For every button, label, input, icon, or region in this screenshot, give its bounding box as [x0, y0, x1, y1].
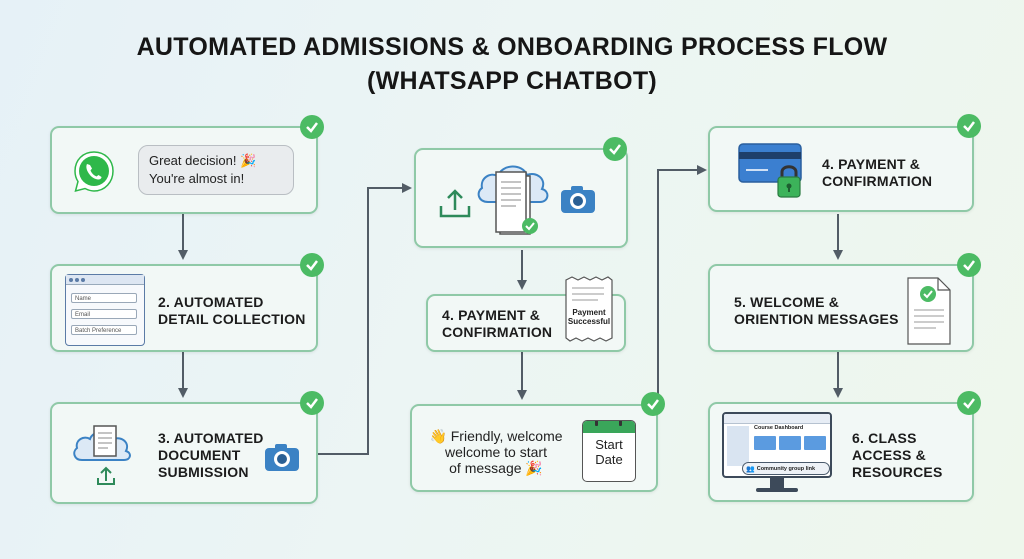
calendar-line2: Date: [595, 452, 623, 467]
check-icon: [300, 253, 324, 277]
check-icon: [957, 253, 981, 277]
payment-right-label: 4. PAYMENT & CONFIRMATION: [822, 156, 932, 190]
detail-label-line1: 2. AUTOMATED: [158, 294, 264, 310]
upload-arrow-icon: [438, 186, 472, 225]
step-greeting-node: Great decision! 🎉 You're almost in!: [50, 126, 318, 214]
class-label-line2: ACCESS &: [852, 447, 926, 463]
welcome-right-label-line2: ORIENTION MESSAGES: [734, 311, 899, 327]
step-class-access-node: Course Dashboard 👥 Community group link …: [708, 402, 974, 502]
document-label-line1: 3. AUTOMATED: [158, 430, 264, 446]
payment-right-label-line2: CONFIRMATION: [822, 173, 933, 189]
people-icon: 👥: [746, 465, 755, 473]
cloud-document-upload-icon: [68, 418, 142, 497]
check-icon: [641, 392, 665, 416]
welcome-text-line1: 👋 Friendly, welcome: [429, 428, 563, 444]
step-detail-collection-node: Name Email Batch Preference 2. AUTOMATED…: [50, 264, 318, 352]
welcome-text-line3: of message 🎉: [449, 460, 543, 476]
document-label-line3: SUBMISSION: [158, 464, 249, 480]
step-payment-right-node: 4. PAYMENT & CONFIRMATION: [708, 126, 974, 212]
whatsapp-icon: [70, 148, 118, 201]
check-icon: [957, 114, 981, 138]
welcome-message-text: 👋 Friendly, welcome welcome to start of …: [420, 428, 572, 476]
camera-icon: [264, 442, 300, 477]
cloud-document-icon: [474, 156, 558, 247]
check-icon: [603, 137, 627, 161]
dashboard-title: Course Dashboard: [754, 425, 804, 431]
welcome-right-label: 5. WELCOME & ORIENTION MESSAGES: [734, 294, 899, 328]
form-field-email: Email: [71, 309, 137, 319]
form-field-batch: Batch Preference: [71, 325, 137, 335]
diagram-title-line1: AUTOMATED ADMISSIONS & ONBOARDING PROCES…: [136, 33, 888, 61]
receipt-line2: Successful: [567, 317, 611, 326]
lock-card-icon: [738, 142, 810, 207]
receipt-text: Payment Successful: [564, 308, 614, 326]
document-label-line2: DOCUMENT: [158, 447, 241, 463]
step-welcome-right-node: 5. WELCOME & ORIENTION MESSAGES: [708, 264, 974, 352]
payment-mid-label-line2: CONFIRMATION: [442, 324, 553, 340]
receipt-line1: Payment: [572, 308, 606, 317]
receipt-icon: Payment Successful: [564, 276, 614, 342]
calendar-line1: Start: [595, 437, 623, 452]
form-window-icon: Name Email Batch Preference: [65, 274, 145, 346]
greeting-line1: Great decision! 🎉: [149, 153, 257, 168]
payment-right-label-line1: 4. PAYMENT &: [822, 156, 921, 172]
arrow-document-to-upload: [318, 183, 412, 455]
community-link-text: Community group link: [756, 465, 816, 472]
class-access-label: 6. CLASS ACCESS & RESOURCES: [852, 430, 942, 481]
camera-icon: [560, 184, 596, 219]
form-field-name: Name: [71, 293, 137, 303]
step-upload-node: [414, 148, 628, 248]
check-icon: [300, 115, 324, 139]
arrow-welcome-to-payment-right: [657, 165, 707, 400]
payment-middle-label: 4. PAYMENT & CONFIRMATION: [442, 307, 552, 341]
document-submission-label: 3. AUTOMATED DOCUMENT SUBMISSION: [158, 430, 264, 481]
document-check-icon: [906, 276, 952, 351]
diagram-title-line2: (WHATSAPP CHATBOT): [366, 67, 658, 95]
calendar-icon: Start Date: [582, 420, 636, 482]
detail-label-line2: DETAIL COLLECTION: [158, 311, 306, 327]
monitor-icon: Course Dashboard 👥 Community group link: [722, 412, 832, 498]
payment-mid-label-line1: 4. PAYMENT &: [442, 307, 541, 323]
welcome-right-label-line1: 5. WELCOME &: [734, 294, 840, 310]
class-label-line3: RESOURCES: [852, 464, 943, 480]
greeting-chat-bubble: Great decision! 🎉 You're almost in!: [138, 145, 294, 195]
step-welcome-middle-node: 👋 Friendly, welcome welcome to start of …: [410, 404, 658, 492]
step-document-submission-node: 3. AUTOMATED DOCUMENT SUBMISSION: [50, 402, 318, 504]
community-link-chip: 👥 Community group link: [742, 462, 830, 475]
detail-collection-label: 2. AUTOMATED DETAIL COLLECTION: [158, 294, 306, 328]
check-icon: [957, 391, 981, 415]
greeting-line2: You're almost in!: [149, 171, 245, 186]
welcome-text-line2: welcome to start: [445, 444, 547, 460]
class-label-line1: 6. CLASS: [852, 430, 917, 446]
check-icon: [300, 391, 324, 415]
